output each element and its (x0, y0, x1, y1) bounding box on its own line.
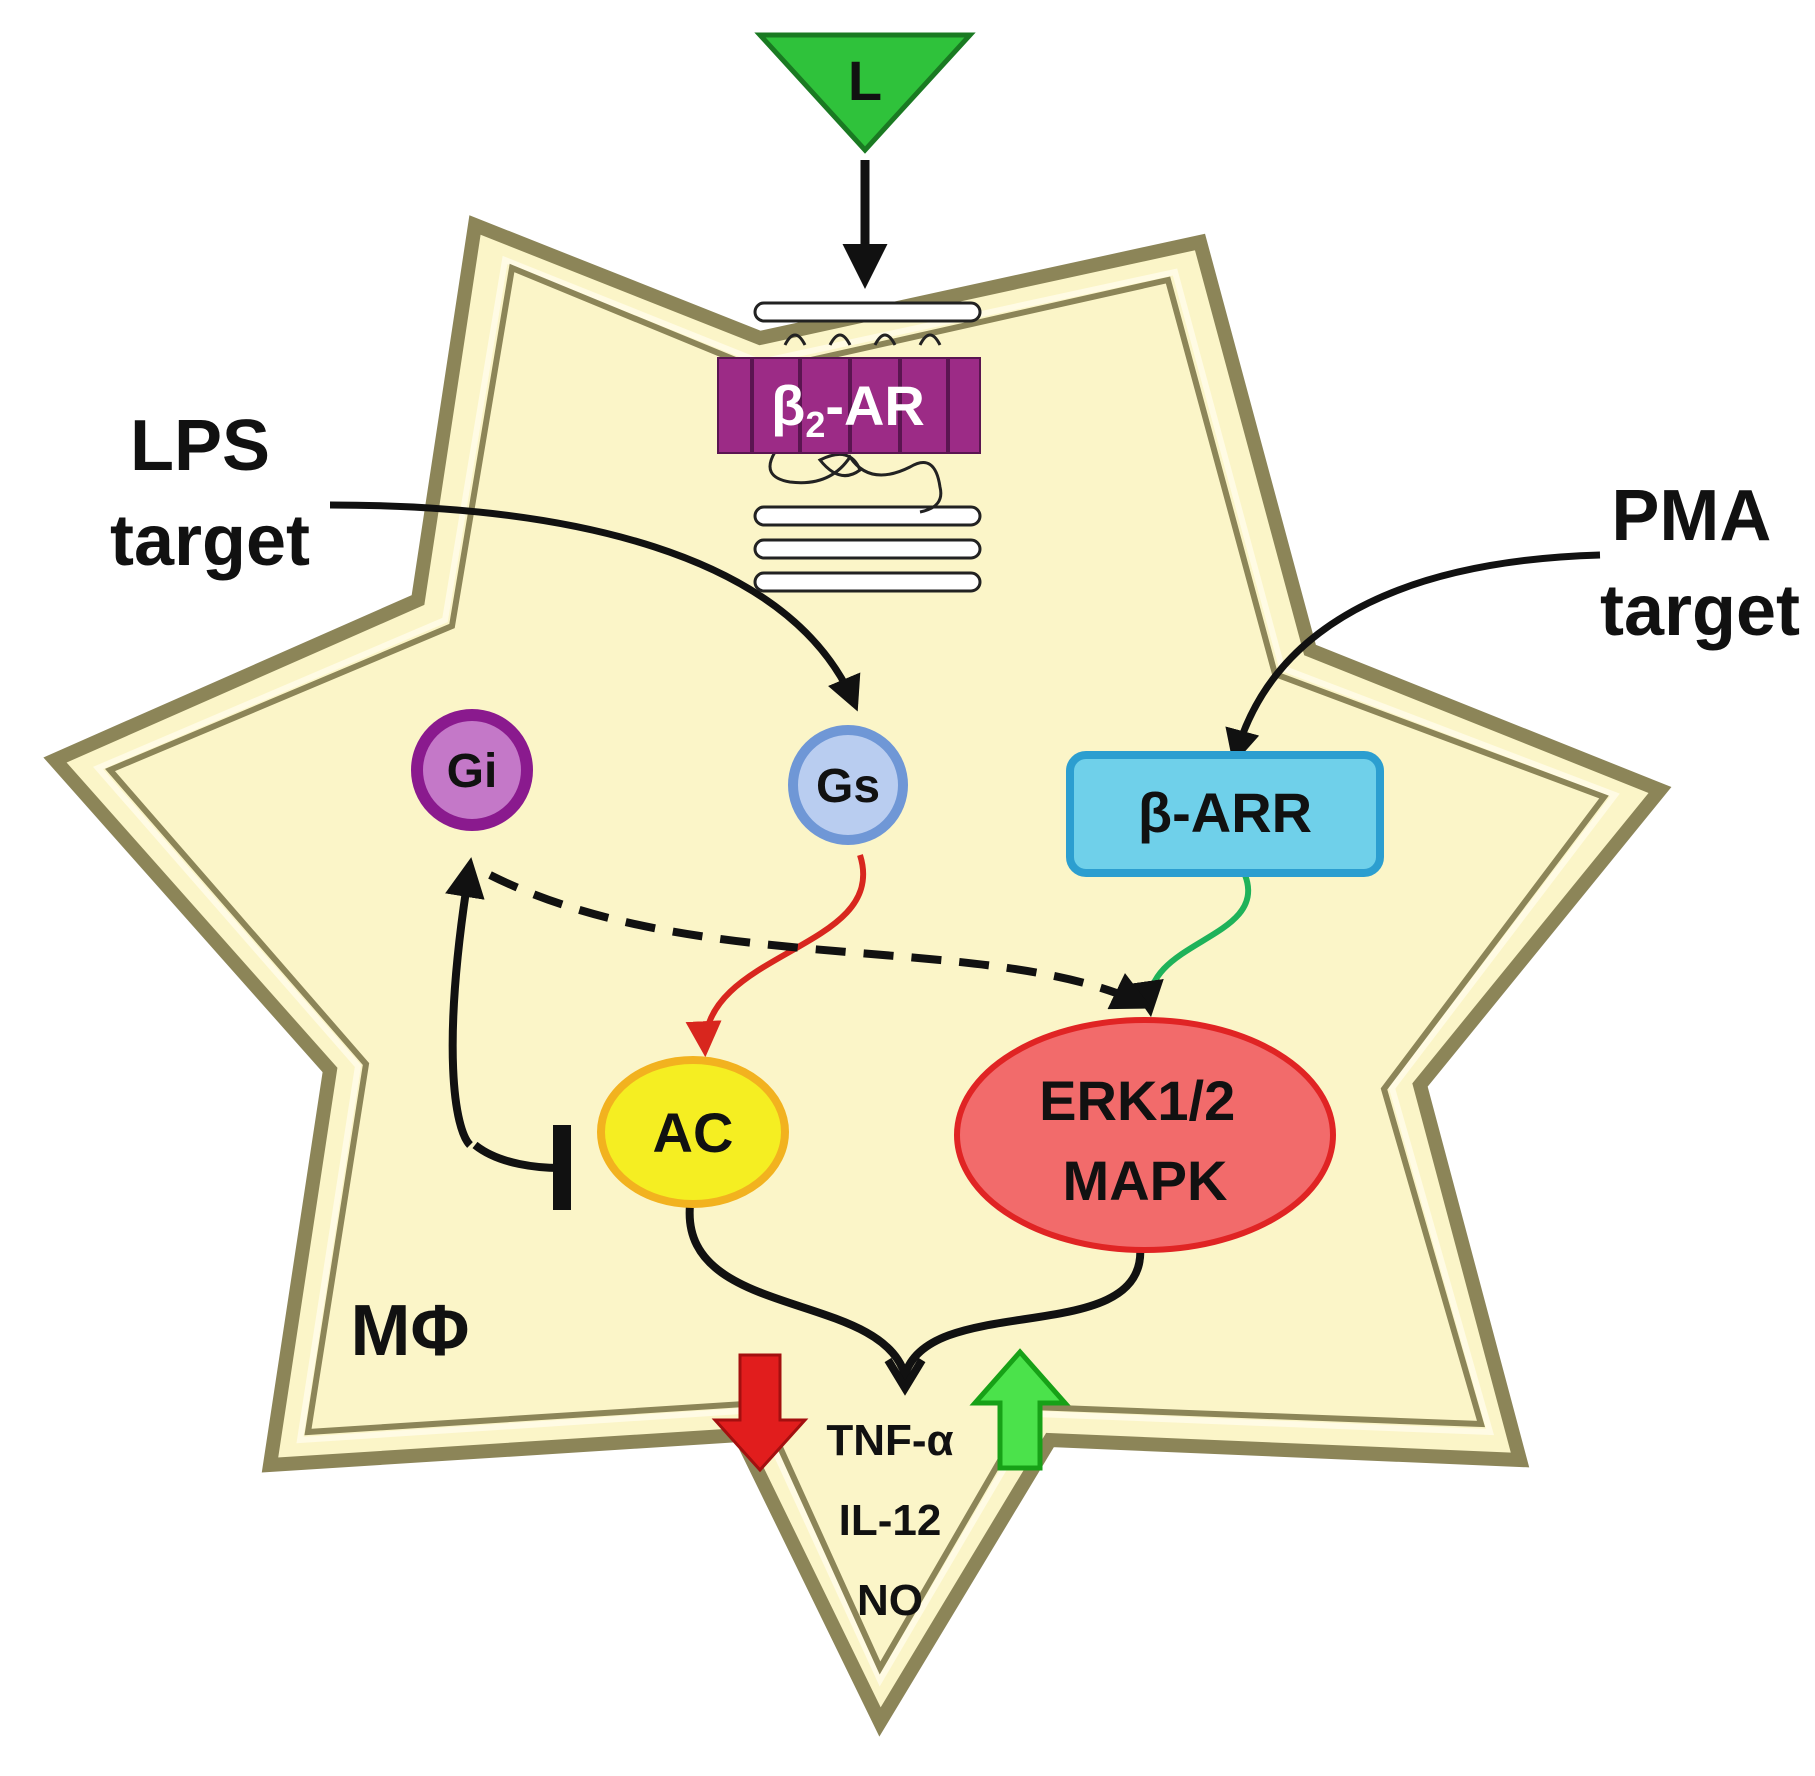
output-il12: IL-12 (839, 1496, 942, 1545)
lps-label-line1: LPS (130, 406, 270, 486)
gi-label: Gi (447, 745, 498, 798)
receptor-stripes (750, 358, 950, 453)
erk-label: ERK1/2 MAPK (1039, 1069, 1251, 1212)
gi-node (411, 709, 533, 831)
barr-to-erk-arrow (1128, 873, 1251, 1018)
receptor-label: β2-AR (771, 374, 925, 445)
receptor-label-suffix: -AR (825, 374, 925, 437)
erk-label-line1: ERK1/2 (1039, 1069, 1235, 1132)
ligand-triangle (754, 32, 976, 154)
output-no: NO (857, 1576, 923, 1625)
pma-label-line1: PMA (1611, 476, 1770, 556)
lps-label: LPS target (110, 406, 310, 581)
pma-label: PMA target (1600, 476, 1800, 651)
receptor-label-subscript: 2 (805, 404, 825, 445)
gi-to-erk-dashed-arrow (488, 871, 1153, 1010)
lps-label-line2: target (110, 501, 310, 581)
erk-label-line2: MAPK (1063, 1149, 1228, 1212)
lps-to-gs-arrow (329, 501, 861, 712)
inhibit-connector (472, 1141, 561, 1172)
gs-node (788, 725, 908, 845)
cell-label: MΦ (350, 1291, 469, 1371)
ac-label: AC (653, 1101, 734, 1164)
output-arrowhead (884, 1357, 926, 1396)
receptor-label-prefix: β (771, 374, 805, 437)
pma-label-line2: target (1600, 571, 1800, 651)
pma-to-barr-arrow (1225, 551, 1601, 765)
gs-label: Gs (816, 760, 880, 813)
up-arrow (969, 1348, 1071, 1471)
barr-label: β-ARR (1138, 781, 1312, 844)
ac-node (597, 1056, 789, 1208)
erk-node (954, 1017, 1336, 1253)
barr-node (1066, 751, 1384, 877)
receptor-helices (753, 301, 982, 593)
gi-inhibits-ac-line (445, 857, 485, 1148)
output-tnf: TNF-α (826, 1416, 953, 1465)
ac-erk-to-output-line (685, 1204, 1145, 1390)
down-arrow (711, 1353, 809, 1473)
ligand-label: L (848, 49, 882, 112)
